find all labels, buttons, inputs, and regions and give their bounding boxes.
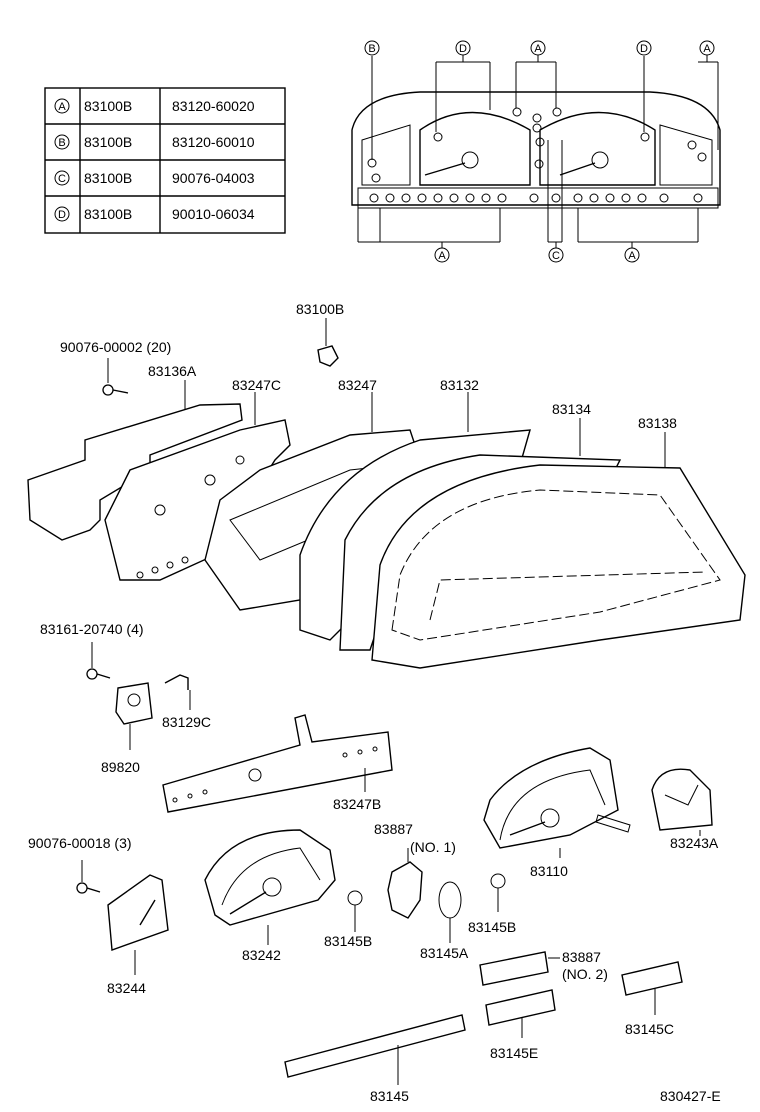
part-labels: 83100B 90076-00002 (20) 83136A 83247C 83… bbox=[28, 301, 721, 1104]
label-83145a: 83145A bbox=[420, 945, 469, 961]
legend-row-a: A 83100B 83120-60020 bbox=[54, 98, 255, 114]
label-83244: 83244 bbox=[107, 980, 146, 996]
screw-90076-00018-drawing bbox=[76, 860, 101, 894]
legend-part-b: 83100B bbox=[84, 134, 132, 150]
screw-90076-00002-drawing bbox=[102, 358, 129, 396]
callout-c-bottom: C bbox=[548, 247, 564, 263]
screw-83161-drawing bbox=[86, 642, 111, 680]
legend-key-d: D bbox=[58, 209, 66, 221]
legend-part-a: 83100B bbox=[84, 98, 132, 114]
diagram-id: 830427-E bbox=[660, 1088, 721, 1104]
callout-d-right: D bbox=[636, 40, 652, 56]
svg-text:B: B bbox=[368, 43, 375, 55]
svg-text:A: A bbox=[703, 43, 711, 55]
bulb-socket-drawing bbox=[317, 318, 339, 367]
label-83134: 83134 bbox=[552, 401, 591, 417]
svg-text:D: D bbox=[459, 43, 467, 55]
part-83145b-left-drawing bbox=[347, 890, 363, 932]
legend-part-d: 83100B bbox=[84, 206, 132, 222]
part-83244-drawing bbox=[107, 874, 169, 975]
part-83138-drawing bbox=[371, 464, 746, 669]
label-83145e: 83145E bbox=[490, 1045, 538, 1061]
svg-text:C: C bbox=[552, 250, 560, 262]
label-83145: 83145 bbox=[370, 1088, 409, 1104]
callout-a-bottom-left: A bbox=[434, 247, 450, 263]
label-83110: 83110 bbox=[530, 863, 568, 879]
label-83145b-right: 83145B bbox=[468, 919, 516, 935]
callout-b-top: B bbox=[364, 40, 380, 56]
label-83247b: 83247B bbox=[333, 796, 381, 812]
part-83242-drawing bbox=[204, 829, 336, 945]
part-83887-no1-drawing bbox=[387, 848, 423, 919]
label-83887-no1-suffix: (NO. 1) bbox=[410, 839, 456, 855]
callout-d-left: D bbox=[455, 40, 471, 56]
label-83138: 83138 bbox=[638, 415, 677, 431]
svg-text:D: D bbox=[640, 43, 648, 55]
label-83129c: 83129C bbox=[162, 714, 211, 730]
legend-number-a: 83120-60020 bbox=[172, 98, 255, 114]
label-83145c: 83145C bbox=[625, 1021, 674, 1037]
legend-key-c: C bbox=[58, 173, 66, 185]
label-90076-00018: 90076-00018 (3) bbox=[28, 835, 132, 851]
part-83129c-drawing bbox=[164, 674, 191, 710]
legend-row-d: D 83100B 90010-06034 bbox=[54, 206, 255, 222]
label-89820: 89820 bbox=[101, 759, 140, 775]
part-83145e-drawing bbox=[485, 989, 556, 1038]
svg-text:A: A bbox=[628, 250, 636, 262]
label-90076-00002: 90076-00002 (20) bbox=[60, 339, 171, 355]
legend-number-c: 90076-04003 bbox=[172, 170, 255, 186]
part-83247b-drawing bbox=[162, 714, 393, 813]
callout-a-top-right: A bbox=[699, 40, 715, 56]
label-83887-no2-suffix: (NO. 2) bbox=[562, 966, 608, 982]
legend-table: A 83100B 83120-60020 B 83100B 83120-6001… bbox=[44, 87, 286, 234]
label-83247: 83247 bbox=[338, 377, 377, 393]
callout-a-bottom-right: A bbox=[624, 247, 640, 263]
part-83145c-drawing bbox=[621, 961, 683, 1015]
part-83145-drawing bbox=[284, 1014, 466, 1085]
label-83132: 83132 bbox=[440, 377, 479, 393]
legend-part-c: 83100B bbox=[84, 170, 132, 186]
label-83887-no1: 83887 bbox=[374, 821, 413, 837]
svg-text:A: A bbox=[438, 250, 446, 262]
part-83887-no2-drawing bbox=[479, 951, 560, 986]
svg-text:A: A bbox=[534, 43, 542, 55]
legend-row-b: B 83100B 83120-60010 bbox=[54, 134, 255, 150]
part-89820-drawing bbox=[115, 682, 153, 750]
label-83161-20740: 83161-20740 (4) bbox=[40, 621, 144, 637]
panel-rear-view: B D A D A A C A bbox=[351, 40, 721, 263]
part-83145a-drawing bbox=[438, 881, 462, 943]
label-83243a: 83243A bbox=[670, 835, 719, 851]
legend-key-b: B bbox=[58, 137, 65, 149]
legend-row-c: C 83100B 90076-04003 bbox=[54, 170, 255, 186]
part-83243a-drawing bbox=[651, 768, 713, 836]
part-83110-drawing bbox=[483, 747, 631, 858]
label-83145b-left: 83145B bbox=[324, 933, 372, 949]
label-83887-no2: 83887 bbox=[562, 949, 601, 965]
legend-key-a: A bbox=[58, 101, 66, 113]
part-83145b-right-drawing bbox=[490, 873, 506, 912]
legend-number-b: 83120-60010 bbox=[172, 134, 255, 150]
legend-number-d: 90010-06034 bbox=[172, 206, 255, 222]
callout-a-top-mid: A bbox=[530, 40, 546, 56]
exploded-cluster bbox=[27, 318, 746, 669]
label-83100b: 83100B bbox=[296, 301, 344, 317]
label-83247c: 83247C bbox=[232, 377, 281, 393]
label-83136a: 83136A bbox=[148, 363, 197, 379]
label-83242: 83242 bbox=[242, 947, 281, 963]
